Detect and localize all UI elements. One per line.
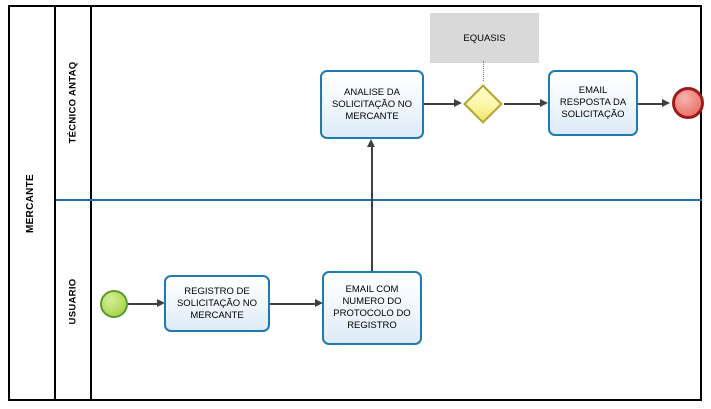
gateway-diamond-shape [463,84,503,124]
lane-usuario-title: USUARIO [56,201,92,401]
arrowhead-email-protocolo-to-analise [367,139,375,147]
arrowhead-email-resposta-to-end [662,99,670,107]
lane-tecnico-antaq: TÉCNICO ANTAQ [56,5,702,201]
task-registro-solicitacao-label: REGISTRO DE SOLICITAÇÃO NO MERCANTE [176,285,258,321]
pool-label: MERCANTE [8,5,56,401]
end-event[interactable] [672,87,704,119]
task-registro-solicitacao[interactable]: REGISTRO DE SOLICITAÇÃO NO MERCANTE [164,275,270,332]
lane-usuario-label: USUARIO [67,278,79,324]
connector-gateway-to-email-resposta [504,103,542,105]
task-analise-solicitacao-label: ANALISE DA SOLICITAÇÃO NO MERCANTE [331,86,413,122]
lane-tecnico-antaq-title: TÉCNICO ANTAQ [56,5,92,199]
connector-start-to-registro [128,303,159,305]
task-analise-solicitacao[interactable]: ANALISE DA SOLICITAÇÃO NO MERCANTE [320,70,424,139]
task-email-resposta-label: EMAIL RESPOSTA DA SOLICITAÇÃO [559,85,627,120]
task-email-protocolo-label: EMAIL COM NUMERO DO PROTOCOLO DO REGISTR… [333,284,411,331]
arrowhead-registro-to-email-protocolo [315,299,323,307]
pool-label-text: MERCANTE [25,173,37,233]
arrowhead-start-to-registro [157,299,165,307]
task-email-resposta[interactable]: EMAIL RESPOSTA DA SOLICITAÇÃO [548,70,638,136]
lane-usuario: USUARIO [56,201,702,401]
connector-email-protocolo-to-analise [371,146,373,271]
connector-analise-to-gateway [424,103,456,105]
gateway-exclusive[interactable] [462,83,504,125]
connector-equasis-to-gateway-dotted [483,61,484,81]
connector-email-resposta-to-end [638,103,666,105]
arrowhead-analise-to-gateway [454,99,462,107]
annotation-equasis-label: EQUASIS [463,32,506,44]
pool-frame [8,5,702,401]
lane-tecnico-antaq-label: TÉCNICO ANTAQ [67,60,79,144]
start-event[interactable] [100,290,128,318]
annotation-equasis: EQUASIS [430,13,539,63]
task-email-protocolo[interactable]: EMAIL COM NUMERO DO PROTOCOLO DO REGISTR… [322,271,422,345]
connector-registro-to-email-protocolo [270,303,317,305]
arrowhead-gateway-to-email-resposta [540,99,548,107]
